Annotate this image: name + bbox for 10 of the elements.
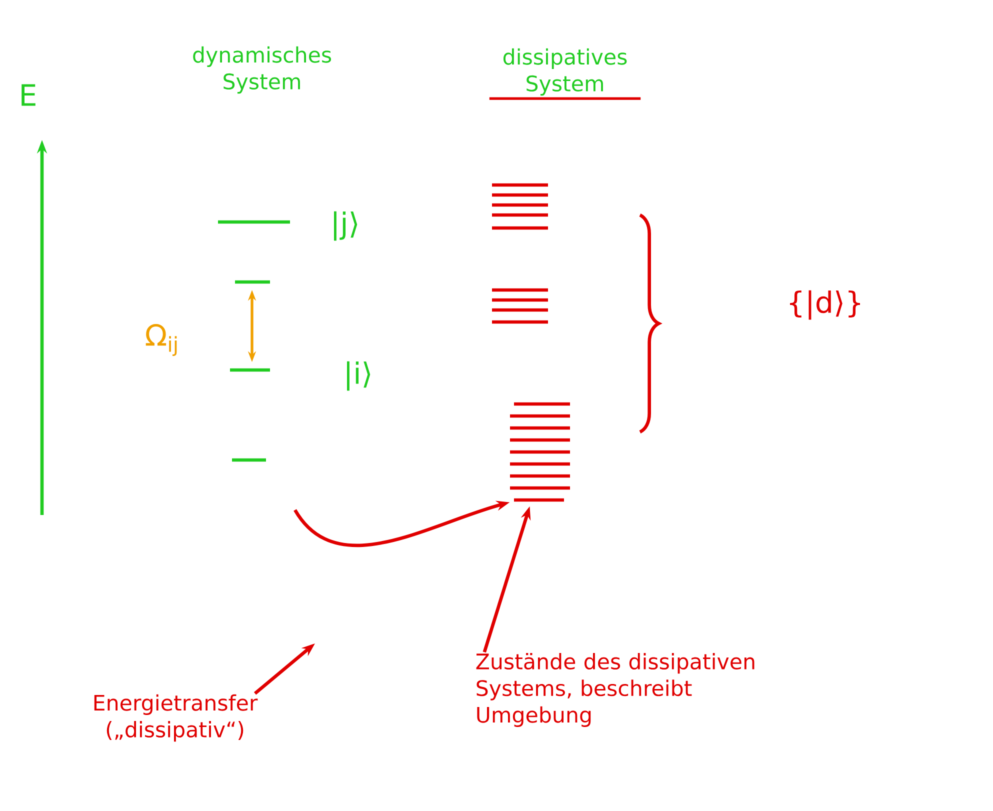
state-label: {|d⟩}: [790, 290, 860, 320]
state-label: |j⟩: [334, 211, 358, 241]
annotation-text: Zustände des dissipativen Systems, beschreibt Umgebung: [476, 653, 754, 727]
state-label: |i⟩: [347, 361, 370, 391]
level-stack: [508, 402, 572, 502]
frequency-label: Ω$_{ij}$: [146, 324, 177, 356]
system-heading: dissipatives System: [489, 48, 641, 100]
system-heading: dynamisches System: [193, 46, 332, 94]
axis-label: E: [22, 84, 36, 106]
annotation-text: Energietransfer („dissipativ“): [94, 694, 258, 742]
